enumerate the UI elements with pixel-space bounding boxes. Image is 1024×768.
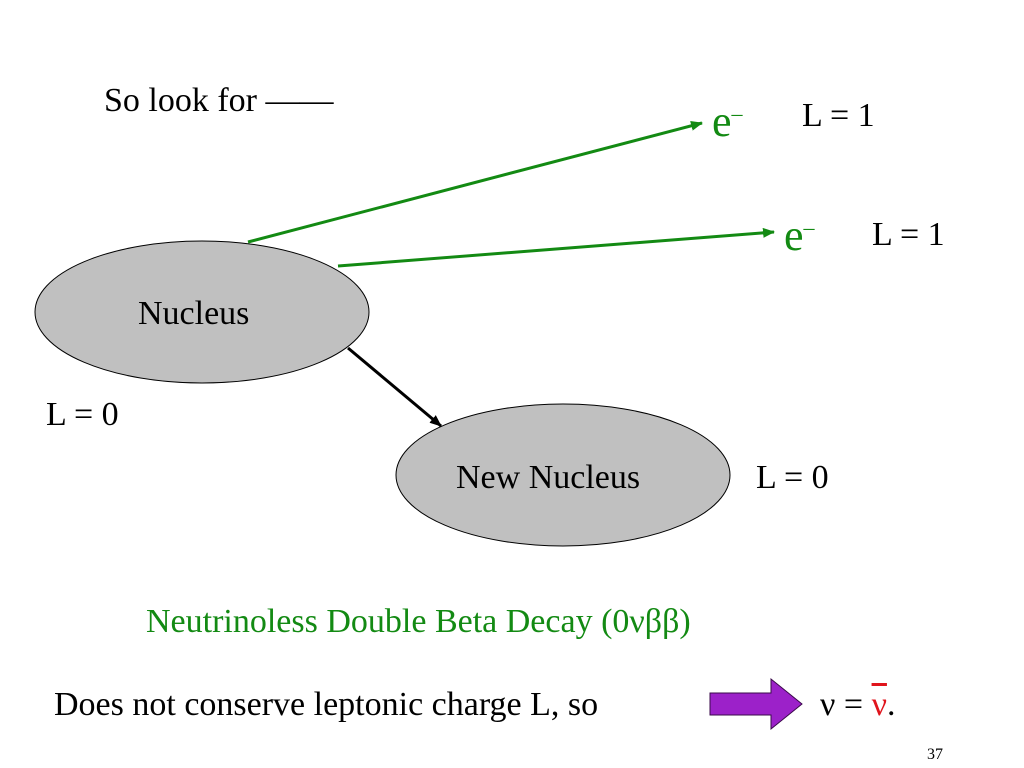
electron-bottom-lepton-number: L = 1 — [872, 216, 945, 253]
nu-equation: ν = ν. — [820, 688, 895, 722]
implication-arrow — [709, 677, 803, 731]
electron-top-label: e– — [712, 100, 743, 144]
electron-arrow-top — [247, 120, 703, 244]
new-nucleus-label: New Nucleus — [456, 459, 641, 496]
nucleus-lepton-number: L = 0 — [46, 396, 119, 433]
new-nucleus-ellipse — [395, 403, 731, 547]
electron-bottom-label: e– — [784, 214, 815, 258]
nucleus-ellipse — [34, 240, 370, 384]
page-number: 37 — [927, 746, 943, 763]
intro-text: So look for —— — [104, 82, 334, 119]
electron-top-charge: – — [731, 100, 743, 126]
new-nucleus-lepton-number: L = 0 — [756, 459, 829, 496]
nucleus-label: Nucleus — [138, 295, 250, 332]
slide-title: Neutrinoless Double Beta Decay (0νββ) — [146, 603, 691, 640]
electron-bottom-charge: – — [803, 214, 815, 240]
electron-bottom-symbol: e — [784, 211, 804, 260]
electron-arrow-bottom — [337, 227, 775, 268]
nu-bar-symbol: ν — [871, 686, 887, 723]
electron-top-symbol: e — [712, 97, 732, 146]
period: . — [886, 686, 896, 723]
decay-arrow — [347, 346, 442, 428]
equals-sign: = — [835, 686, 872, 723]
nu-symbol: ν — [820, 686, 836, 723]
electron-top-lepton-number: L = 1 — [802, 97, 875, 134]
conclusion-text: Does not conserve leptonic charge L, so — [54, 686, 599, 723]
